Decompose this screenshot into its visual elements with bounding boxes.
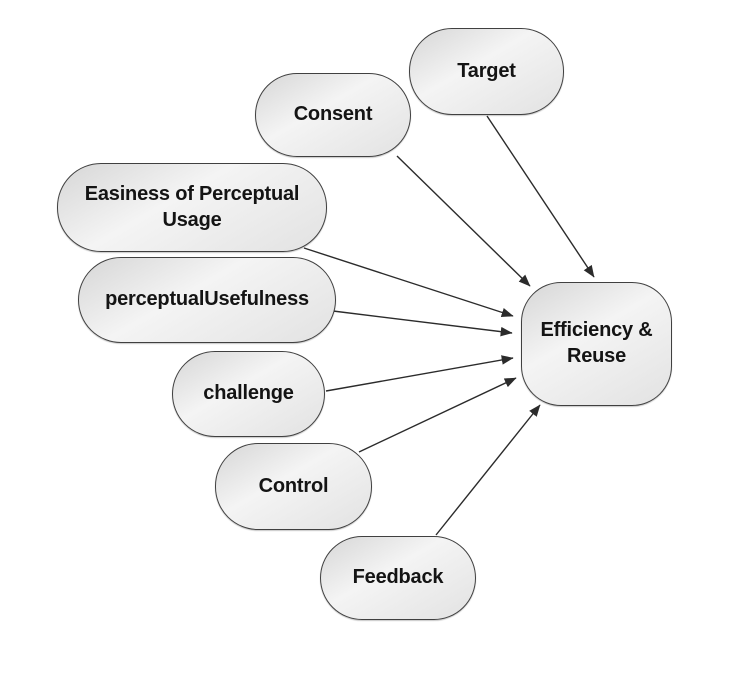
node-easiness-of-perceptual-usage: Easiness of Perceptual Usage [57,163,327,252]
node-challenge: challenge [172,351,325,437]
node-challenge-label: challenge [203,382,294,405]
arrow-challenge-to-efficiency [325,355,514,392]
arrow-target-to-efficiency [486,115,595,278]
node-efficiency-reuse: Efficiency & Reuse [521,282,672,406]
node-target: Target [409,28,564,115]
node-perceptual-label: perceptualUsefulness [105,288,309,311]
node-efficiency-label: Efficiency & Reuse [540,319,653,367]
node-control-label: Control [258,474,329,497]
arrow-easiness-to-efficiency [303,247,514,318]
node-consent: Consent [255,73,411,157]
node-consent-label: Consent [293,103,373,126]
node-feedback: Feedback [320,536,476,620]
node-easiness-label: Easiness of Perceptual Usage [84,182,300,231]
arrow-perceptual-to-efficiency [332,310,513,337]
node-control: Control [215,443,372,530]
arrow-feedback-to-efficiency [435,404,541,536]
node-target-label: Target [457,59,516,82]
arrow-consent-to-efficiency [396,155,531,287]
node-feedback-label: Feedback [352,566,444,589]
arrow-control-to-efficiency [358,377,517,453]
node-perceptual-usefulness: perceptualUsefulness [78,257,336,343]
